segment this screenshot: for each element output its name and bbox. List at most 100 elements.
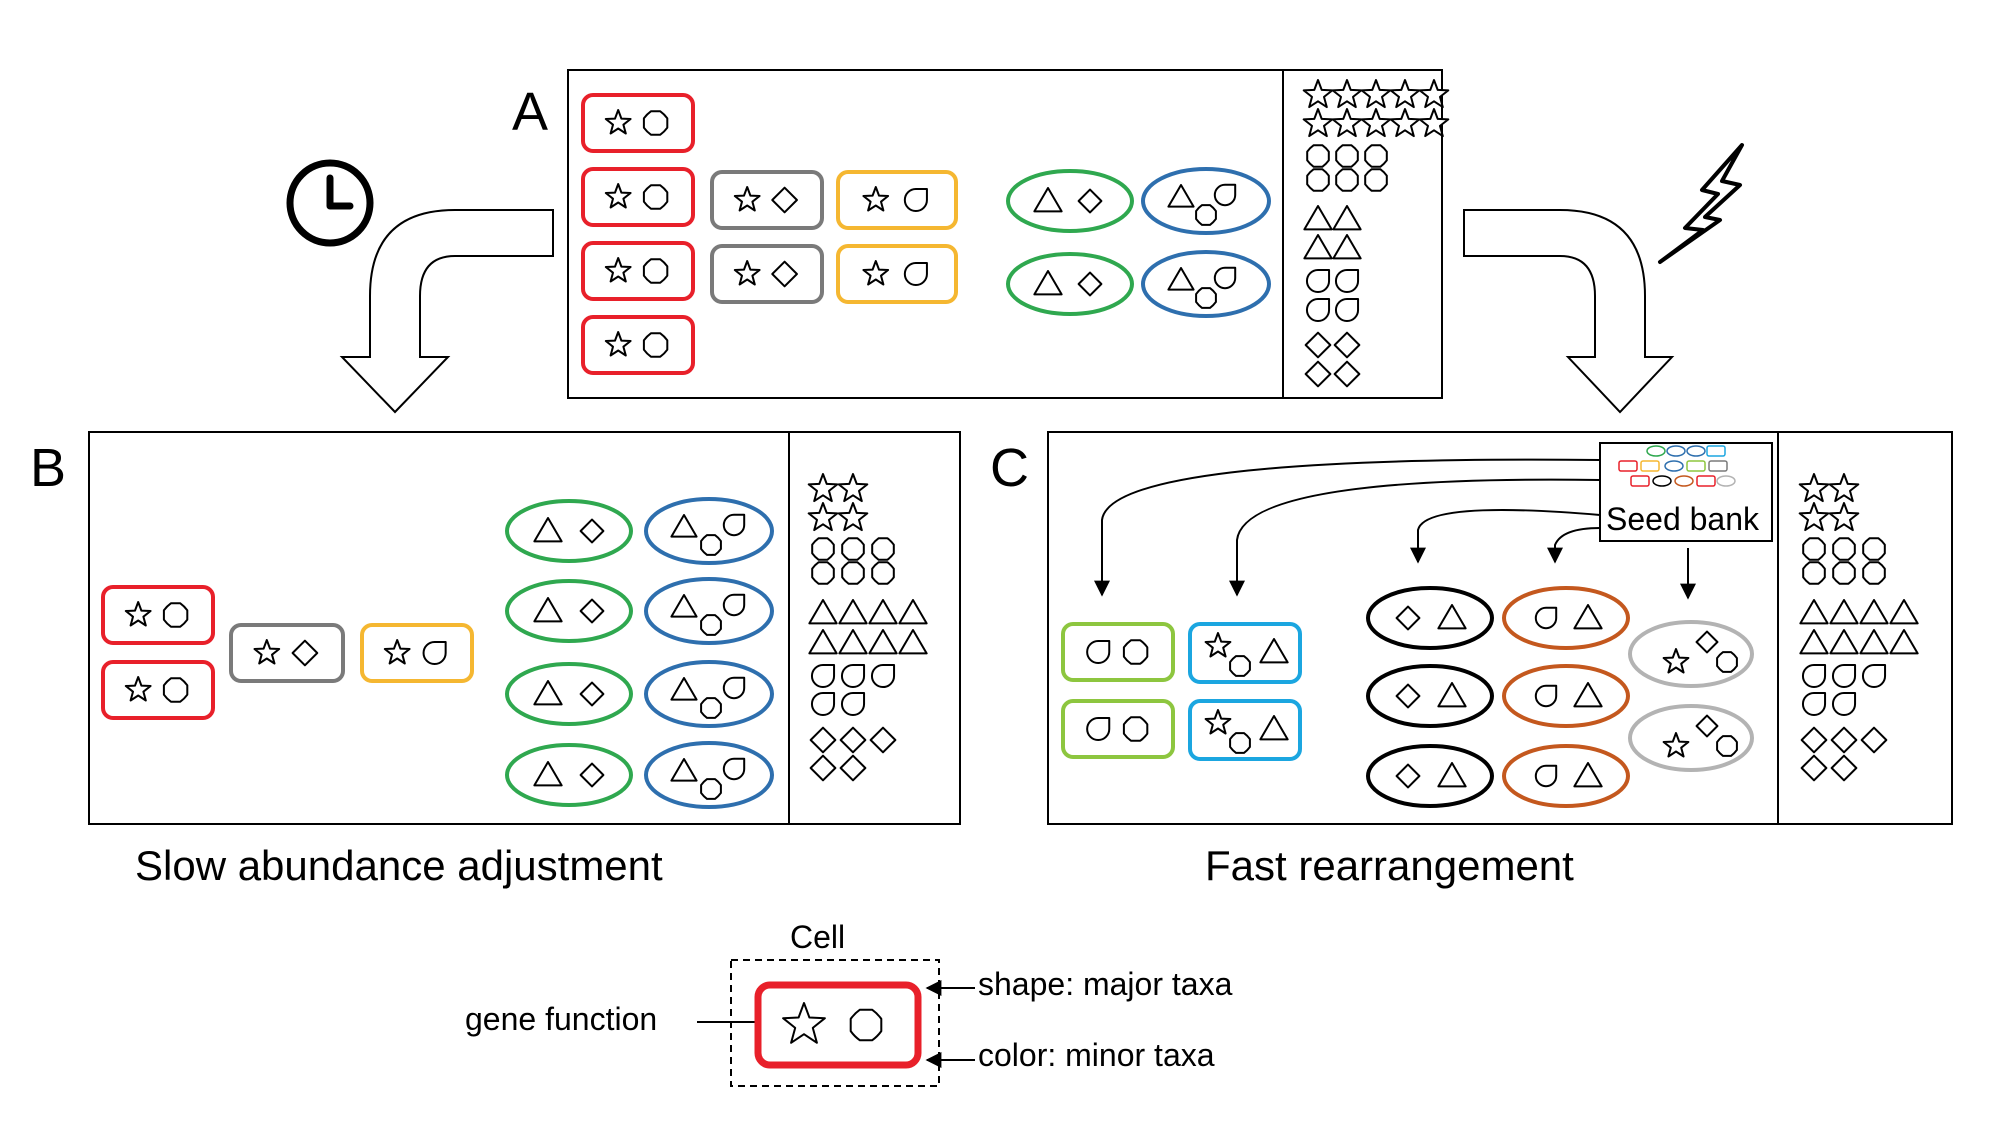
diamond-symbol (1830, 726, 1858, 754)
diamond-symbol (1395, 605, 1421, 631)
star-symbol (1828, 473, 1860, 503)
cross-symbol (162, 602, 189, 628)
cross-symbol (700, 614, 722, 636)
cell-black (1366, 664, 1494, 728)
cell-gray (710, 244, 824, 304)
panel-b-frame (88, 431, 961, 825)
diamond-symbol (1395, 683, 1421, 709)
triangle-symbol (1033, 270, 1063, 296)
legend-example-cell (754, 981, 922, 1069)
drop-symbol (903, 187, 928, 213)
star-symbol (124, 676, 152, 702)
cross-symbol (1229, 655, 1251, 677)
cross-symbol (1716, 651, 1738, 673)
legend-shape-label: shape: major taxa (978, 966, 1233, 1002)
drop-symbol (1305, 297, 1331, 323)
star-symbol (1828, 502, 1860, 532)
cross-symbol (700, 697, 722, 719)
drop-symbol (1534, 764, 1558, 788)
triangle-symbol (1573, 604, 1603, 630)
panel-c-frame (1047, 431, 1953, 825)
triangle-symbol (1889, 629, 1919, 655)
seed-bank-box (1599, 442, 1773, 542)
triangle-symbol (808, 599, 838, 625)
cell-orange (1502, 744, 1630, 808)
cell-red (581, 93, 695, 153)
drop-symbol (722, 513, 746, 537)
drop-symbol (840, 663, 866, 689)
drop-symbol (840, 691, 866, 717)
triangle-symbol (1889, 599, 1919, 625)
cross-symbol (1335, 144, 1359, 168)
drop-symbol (1305, 268, 1331, 294)
seed-bank-arrows (1094, 458, 1696, 600)
drop-symbol (1831, 663, 1857, 689)
triangle-symbol (838, 629, 868, 655)
triangle-symbol (808, 629, 838, 655)
star-symbol (383, 639, 411, 665)
diamond-symbol (869, 726, 897, 754)
triangle-symbol (533, 597, 563, 623)
diamond-symbol (579, 518, 605, 544)
drop-symbol (810, 691, 836, 717)
legend-gene-function-label: gene function (465, 1001, 657, 1037)
panel-a-summary (1302, 79, 1450, 388)
cell-green (505, 662, 633, 726)
star-symbol (604, 183, 632, 209)
drop-symbol (722, 676, 746, 700)
cell-orange (1502, 664, 1630, 728)
cross-symbol (1195, 204, 1217, 226)
diamond-symbol (1333, 360, 1361, 388)
cell-red (581, 167, 695, 227)
diamond-symbol (1695, 630, 1719, 654)
drop-symbol (1334, 297, 1360, 323)
drop-symbol (722, 593, 746, 617)
diamond-symbol (839, 754, 867, 782)
diamond-symbol (291, 639, 319, 667)
cell-green (1006, 252, 1134, 316)
star-symbol (1302, 79, 1334, 109)
cross-symbol (1832, 561, 1856, 585)
triangle-symbol (1573, 762, 1603, 788)
star-symbol (1798, 473, 1830, 503)
diamond-symbol (1800, 754, 1828, 782)
arrow-to-panel-c (1463, 209, 1675, 414)
drop-symbol (1534, 684, 1558, 708)
seed-bank-thumbnail (1618, 445, 1736, 487)
triangle-symbol (898, 629, 928, 655)
star-symbol (1389, 108, 1421, 138)
cell-light-gray (1628, 620, 1754, 688)
cell-orange (1502, 586, 1630, 650)
cell-green (505, 743, 633, 807)
cell-yellow (836, 170, 958, 230)
panel-a-frame (567, 69, 1443, 399)
star-symbol (1360, 79, 1392, 109)
cell-red (581, 315, 695, 375)
cross-symbol (1335, 168, 1359, 192)
panel-c-caption: Fast rearrangement (1205, 842, 1574, 889)
diamond-symbol (1800, 726, 1828, 754)
cell-light-green (1061, 699, 1175, 759)
triangle-symbol (1799, 629, 1829, 655)
drop-symbol (1801, 691, 1827, 717)
star-symbol (862, 186, 890, 212)
star-symbol (837, 502, 869, 532)
triangle-symbol (670, 594, 698, 618)
triangle-symbol (1167, 267, 1195, 291)
cell-light-gray (1628, 704, 1754, 772)
drop-symbol (1831, 691, 1857, 717)
star-symbol (1360, 108, 1392, 138)
star-symbol (733, 260, 761, 286)
triangle-symbol (1332, 234, 1362, 260)
cross-symbol (849, 1008, 883, 1042)
legend-title: Cell (790, 919, 845, 955)
triangle-symbol (1259, 638, 1289, 664)
drop-symbol (422, 640, 447, 666)
legend-color-label: color: minor taxa (978, 1037, 1215, 1073)
panel-b-caption: Slow abundance adjustment (135, 842, 663, 889)
drop-symbol (1086, 716, 1111, 742)
triangle-symbol (670, 677, 698, 701)
diamond-symbol (1077, 188, 1103, 214)
triangle-symbol (1859, 629, 1889, 655)
triangle-symbol (533, 761, 563, 787)
